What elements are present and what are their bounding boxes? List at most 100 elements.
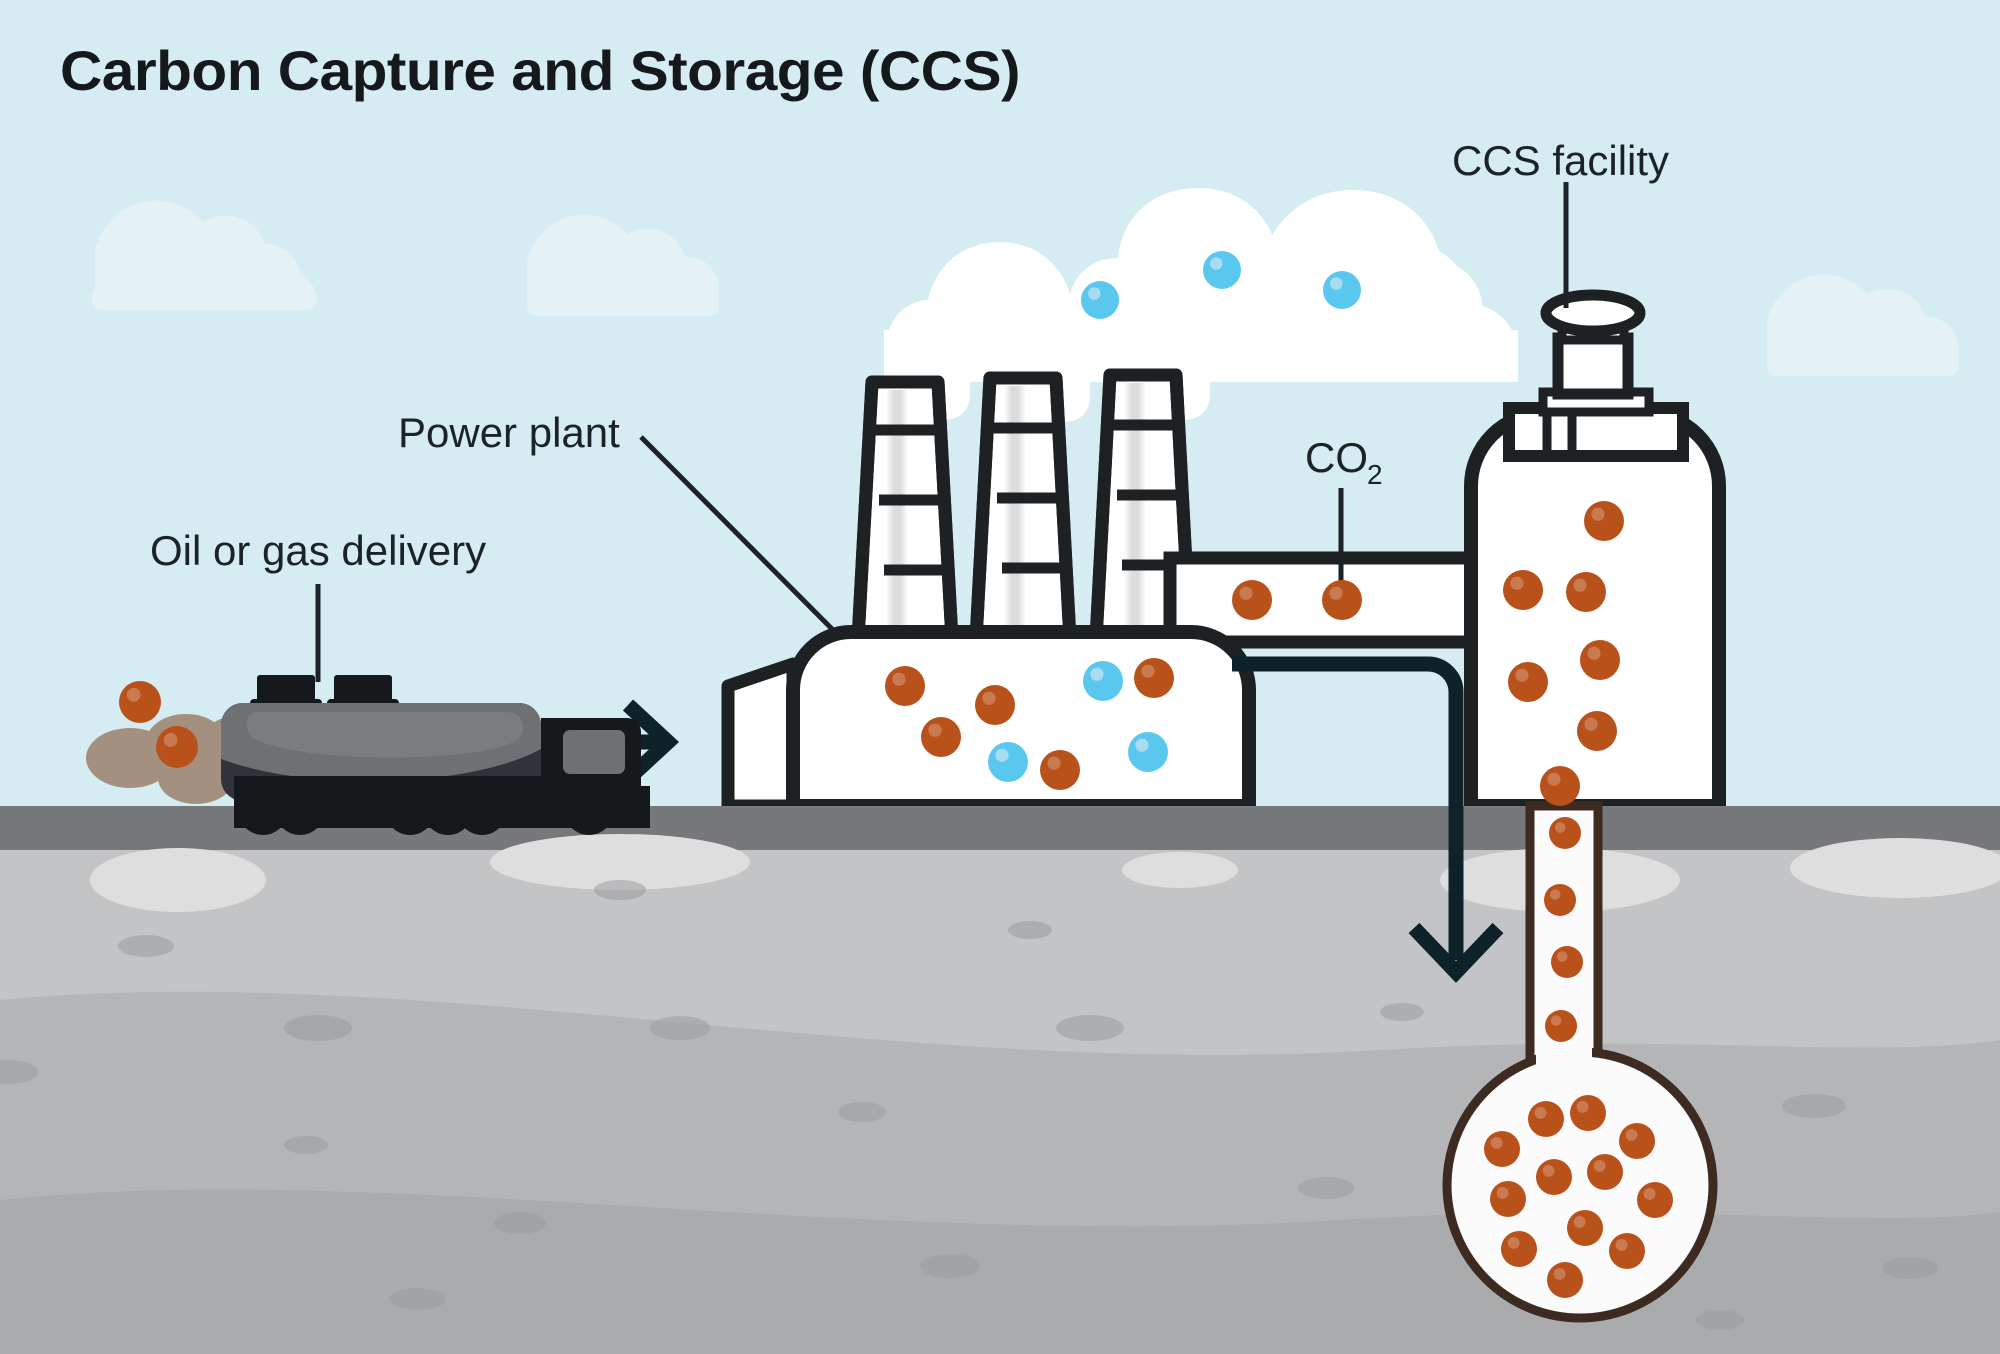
tank-particle bbox=[1580, 640, 1620, 680]
reservoir-particle-highlight bbox=[1576, 1100, 1589, 1113]
well-particle bbox=[1549, 817, 1581, 849]
plant-particle-group bbox=[885, 658, 1174, 790]
reservoir-particle-highlight bbox=[1490, 1136, 1503, 1149]
reservoir-particle-highlight bbox=[1643, 1187, 1656, 1200]
reservoir-particle bbox=[1570, 1095, 1606, 1131]
plant-particle-highlight bbox=[1090, 667, 1104, 681]
steam-particle bbox=[1323, 271, 1361, 309]
reservoir-particle bbox=[1637, 1182, 1673, 1218]
well-particle-highlight bbox=[1554, 822, 1566, 833]
pipe-particle-highlight bbox=[1239, 586, 1253, 600]
plant-particle-highlight bbox=[995, 748, 1009, 762]
plant-particle bbox=[1083, 661, 1123, 701]
steam-particle-group bbox=[1081, 251, 1361, 319]
smokestack-2 bbox=[969, 371, 1077, 647]
plant-particle-highlight bbox=[982, 691, 996, 705]
truck-smoke-particle bbox=[119, 681, 161, 723]
label-co2: CO 2 bbox=[1305, 434, 1383, 490]
tank-particle bbox=[1503, 570, 1543, 610]
earth-dark-speckles bbox=[0, 880, 1938, 1330]
well-particle bbox=[1551, 946, 1583, 978]
plant-particle bbox=[1040, 750, 1080, 790]
cloud-right bbox=[1767, 274, 1959, 376]
smokestack-1 bbox=[851, 375, 959, 647]
reservoir-particle-highlight bbox=[1573, 1215, 1586, 1228]
tank-particle-group bbox=[1503, 501, 1624, 806]
plant-particle bbox=[921, 717, 961, 757]
tank-particle-highlight bbox=[1510, 576, 1524, 590]
reservoir-particle-highlight bbox=[1553, 1267, 1566, 1280]
reservoir-particle bbox=[1587, 1154, 1623, 1190]
cab-window bbox=[563, 730, 625, 774]
reservoir-particle-group bbox=[1484, 1095, 1673, 1298]
reservoir-particle bbox=[1528, 1101, 1564, 1137]
tank-particle bbox=[1508, 662, 1548, 702]
tank-particle-highlight bbox=[1547, 772, 1561, 786]
label-oil-or-gas-delivery: Oil or gas delivery bbox=[150, 527, 486, 574]
well-particle-group bbox=[1544, 817, 1583, 1042]
pipe-particle-highlight bbox=[1329, 586, 1343, 600]
tank-particle-highlight bbox=[1584, 717, 1598, 731]
reservoir-particle bbox=[1484, 1131, 1520, 1167]
reservoir-particle bbox=[1567, 1210, 1603, 1246]
page-title: Carbon Capture and Storage (CCS) bbox=[60, 39, 1020, 102]
reservoir-particle-highlight bbox=[1625, 1128, 1638, 1141]
pipe-particle-group bbox=[1232, 580, 1362, 620]
label-co2-text: CO bbox=[1305, 434, 1368, 481]
plant-particle-highlight bbox=[1141, 664, 1155, 678]
reservoir-particle bbox=[1619, 1123, 1655, 1159]
pipe-particle bbox=[1322, 580, 1362, 620]
leader-power-plant bbox=[639, 435, 842, 639]
steam-particle bbox=[1081, 281, 1119, 319]
label-ccs-facility: CCS facility bbox=[1452, 137, 1669, 184]
plant-particle-highlight bbox=[892, 672, 906, 686]
ccs-tank bbox=[1464, 289, 1726, 813]
tank-particle bbox=[1540, 766, 1580, 806]
tank-particle-highlight bbox=[1587, 646, 1601, 660]
label-power-plant: Power plant bbox=[398, 409, 620, 456]
well-particle-highlight bbox=[1550, 1015, 1562, 1026]
steam-particle-highlight bbox=[1088, 287, 1101, 300]
tank-hatch-2 bbox=[334, 675, 392, 703]
reservoir-particle bbox=[1490, 1181, 1526, 1217]
reservoir-particle-highlight bbox=[1534, 1106, 1547, 1119]
pipe-particle bbox=[1232, 580, 1272, 620]
plant-particle bbox=[988, 742, 1028, 782]
plant-particle bbox=[975, 685, 1015, 725]
plant-particle bbox=[885, 666, 925, 706]
truck-smoke-particle-highlight bbox=[126, 687, 141, 702]
plant-particle bbox=[1128, 732, 1168, 772]
truck-smoke-particle-group bbox=[119, 681, 198, 768]
tank-particle-highlight bbox=[1573, 578, 1587, 592]
reservoir-particle bbox=[1609, 1233, 1645, 1269]
steam-particle-highlight bbox=[1330, 277, 1343, 290]
tank-cap bbox=[1540, 289, 1646, 337]
steam-particle bbox=[1203, 251, 1241, 289]
reservoir-particle-highlight bbox=[1496, 1186, 1509, 1199]
truck-wheels bbox=[238, 785, 614, 835]
earth-light-blobs bbox=[90, 834, 2000, 912]
cloud-mid bbox=[527, 214, 719, 316]
well-particle bbox=[1545, 1010, 1577, 1042]
plant-particle-highlight bbox=[1047, 756, 1061, 770]
tank-particle-highlight bbox=[1591, 507, 1605, 521]
truck-smoke-particle bbox=[156, 726, 198, 768]
cloud-left bbox=[92, 200, 317, 310]
reservoir-particle-highlight bbox=[1615, 1238, 1628, 1251]
reservoir-particle-highlight bbox=[1542, 1164, 1555, 1177]
reservoir-particle bbox=[1501, 1231, 1537, 1267]
reservoir-particle-highlight bbox=[1507, 1236, 1520, 1249]
reservoir-particle bbox=[1547, 1262, 1583, 1298]
injection-arrow bbox=[1232, 656, 1504, 983]
tank-particle bbox=[1566, 572, 1606, 612]
reservoir-particle-highlight bbox=[1593, 1159, 1606, 1172]
steam-particle-highlight bbox=[1210, 257, 1223, 270]
tank-riser bbox=[1552, 332, 1634, 400]
truck-smoke-particle-highlight bbox=[163, 732, 178, 747]
label-co2-subscript: 2 bbox=[1367, 459, 1383, 490]
smokestack-group bbox=[851, 368, 1197, 647]
reservoir-particle bbox=[1536, 1159, 1572, 1195]
tank-particle-highlight bbox=[1515, 668, 1529, 682]
particles-layer bbox=[119, 251, 1673, 1298]
